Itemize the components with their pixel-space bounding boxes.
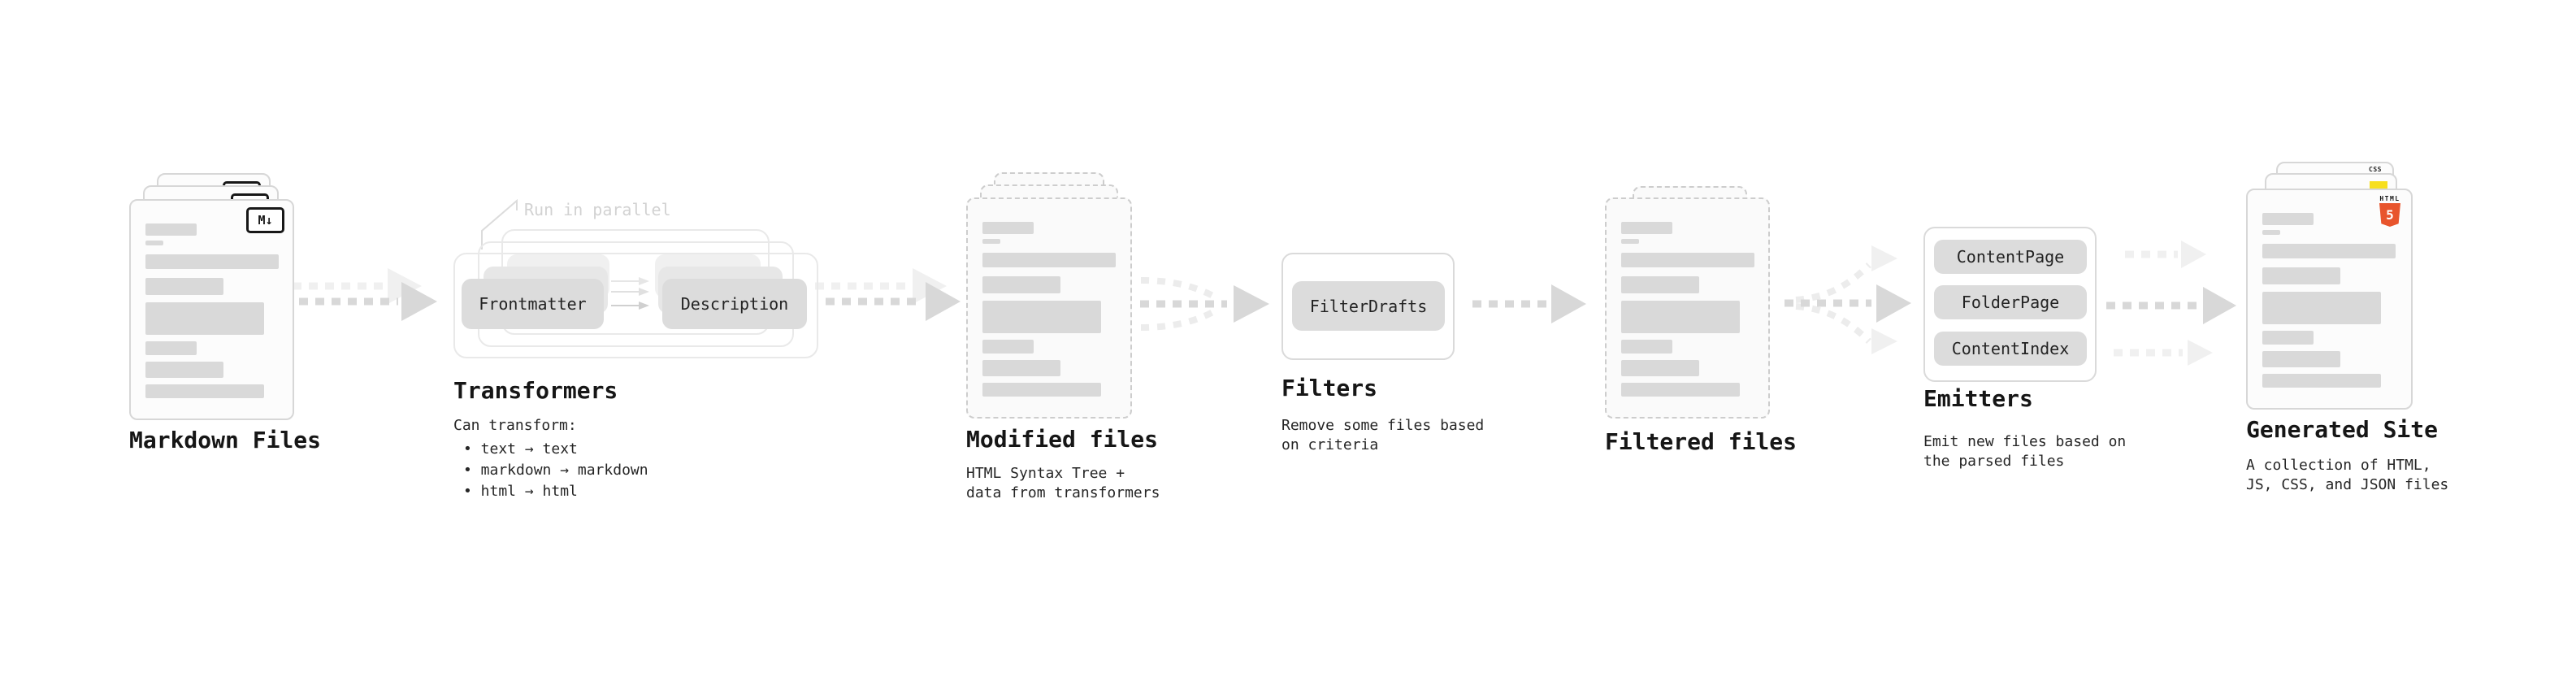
modified-files-caption: HTML Syntax Tree + data from transformer… bbox=[966, 465, 1160, 501]
arrow-filters-to-filtered bbox=[1472, 284, 1586, 323]
stage-label-filtered-files: Filtered files bbox=[1605, 428, 1798, 455]
emitter-folderpage-pill: FolderPage bbox=[1934, 285, 2087, 319]
doc-line-bar bbox=[982, 340, 1034, 354]
arrow-modified-to-filters-converging bbox=[1140, 277, 1269, 331]
doc-line-bar bbox=[982, 276, 1060, 293]
doc-line-bar bbox=[1621, 340, 1672, 354]
doc-line-bar bbox=[2262, 351, 2340, 367]
doc-line-bar bbox=[1621, 360, 1699, 376]
doc-line-bar bbox=[2262, 213, 2314, 225]
doc-line-bar bbox=[2262, 292, 2381, 324]
html5-icon: HTML 5 bbox=[2379, 195, 2401, 227]
arrow-markdown-to-transformers bbox=[293, 268, 437, 321]
doc-line-bar bbox=[982, 222, 1034, 234]
transformers-bullet-item: • html → html bbox=[463, 483, 578, 500]
doc-line-bar bbox=[145, 384, 264, 398]
emitters-caption: Emit new files based on the parsed files bbox=[1923, 433, 2127, 470]
doc-line-bar bbox=[145, 223, 197, 236]
doc-line-bar bbox=[1621, 276, 1699, 293]
doc-line-bar bbox=[982, 383, 1101, 397]
doc-line-bar bbox=[982, 253, 1116, 267]
stage-label-emitters: Emitters bbox=[1923, 385, 2033, 412]
emitter-contentindex-pill: ContentIndex bbox=[1934, 332, 2087, 366]
transformers-bullet-list: • text → text • markdown → markdown • ht… bbox=[463, 439, 648, 502]
arrow-filtered-to-emitters-diverging bbox=[1785, 245, 1911, 354]
stage-label-transformers: Transformers bbox=[453, 377, 618, 404]
doc-line-bar bbox=[145, 341, 197, 355]
generated-site-caption: A collection of HTML, JS, CSS, and JSON … bbox=[2246, 457, 2449, 493]
arrow-transformers-to-modified bbox=[815, 268, 961, 321]
transformers-bullet-item: • markdown → markdown bbox=[463, 462, 648, 479]
doc-line-bar bbox=[2262, 267, 2340, 284]
stage-label-modified-files: Modified files bbox=[966, 426, 1159, 453]
filters-caption: Remove some files based on criteria bbox=[1281, 417, 1485, 453]
transformers-bullet-item: • text → text bbox=[463, 440, 578, 458]
doc-line-bar bbox=[145, 362, 223, 378]
doc-line-bar bbox=[145, 302, 264, 335]
stage-label-generated-site: Generated Site bbox=[2246, 416, 2439, 443]
markdown-file-card-front: M↓ bbox=[129, 199, 294, 420]
site-file-card-html: HTML 5 bbox=[2246, 189, 2413, 410]
doc-line-bar bbox=[145, 278, 223, 295]
filtered-file-card-front bbox=[1605, 197, 1770, 419]
document-content-lines bbox=[982, 222, 1116, 397]
doc-line-bar bbox=[1621, 383, 1740, 397]
doc-line-bar bbox=[1621, 253, 1754, 267]
js-icon bbox=[2370, 181, 2387, 190]
doc-line-bar bbox=[1621, 222, 1672, 234]
html5-icon-shield: 5 bbox=[2379, 203, 2400, 227]
doc-line-bar bbox=[145, 254, 279, 269]
document-content-lines bbox=[145, 223, 279, 398]
doc-line-bar bbox=[2262, 331, 2314, 345]
doc-line-bar bbox=[2262, 374, 2381, 388]
transformer-description-pill: Description bbox=[662, 279, 807, 329]
document-content-lines bbox=[2262, 213, 2396, 388]
modified-file-card-front bbox=[966, 197, 1132, 419]
doc-line-bar bbox=[2262, 244, 2396, 258]
run-in-parallel-note: Run in parallel bbox=[524, 200, 671, 219]
arrow-emitters-to-site bbox=[2106, 241, 2236, 366]
filter-drafts-pill: FilterDrafts bbox=[1292, 281, 1445, 331]
doc-line-bar bbox=[2262, 230, 2280, 235]
parallel-transform-mini-arrows bbox=[611, 277, 649, 310]
doc-line-bar bbox=[1621, 301, 1740, 333]
emitters-panel: ContentPage FolderPage ContentIndex bbox=[1923, 227, 2097, 382]
run-in-parallel-callout-line bbox=[481, 198, 518, 249]
doc-line-bar bbox=[982, 301, 1101, 333]
html5-icon-word: HTML bbox=[2379, 195, 2400, 202]
transformers-caption-title: Can transform: bbox=[453, 417, 577, 434]
doc-line-bar bbox=[982, 239, 1000, 244]
stage-label-markdown-files: Markdown Files bbox=[129, 427, 322, 453]
stage-label-filters: Filters bbox=[1281, 375, 1378, 401]
doc-line-bar bbox=[1621, 239, 1639, 244]
transformer-container-front bbox=[453, 253, 818, 358]
emitter-contentpage-pill: ContentPage bbox=[1934, 240, 2087, 274]
transformer-frontmatter-pill: Frontmatter bbox=[462, 279, 604, 329]
document-content-lines bbox=[1621, 222, 1754, 397]
doc-line-bar bbox=[982, 360, 1060, 376]
filters-panel: FilterDrafts bbox=[1281, 253, 1455, 360]
markdown-icon: M↓ bbox=[246, 207, 284, 233]
doc-line-bar bbox=[145, 241, 163, 245]
